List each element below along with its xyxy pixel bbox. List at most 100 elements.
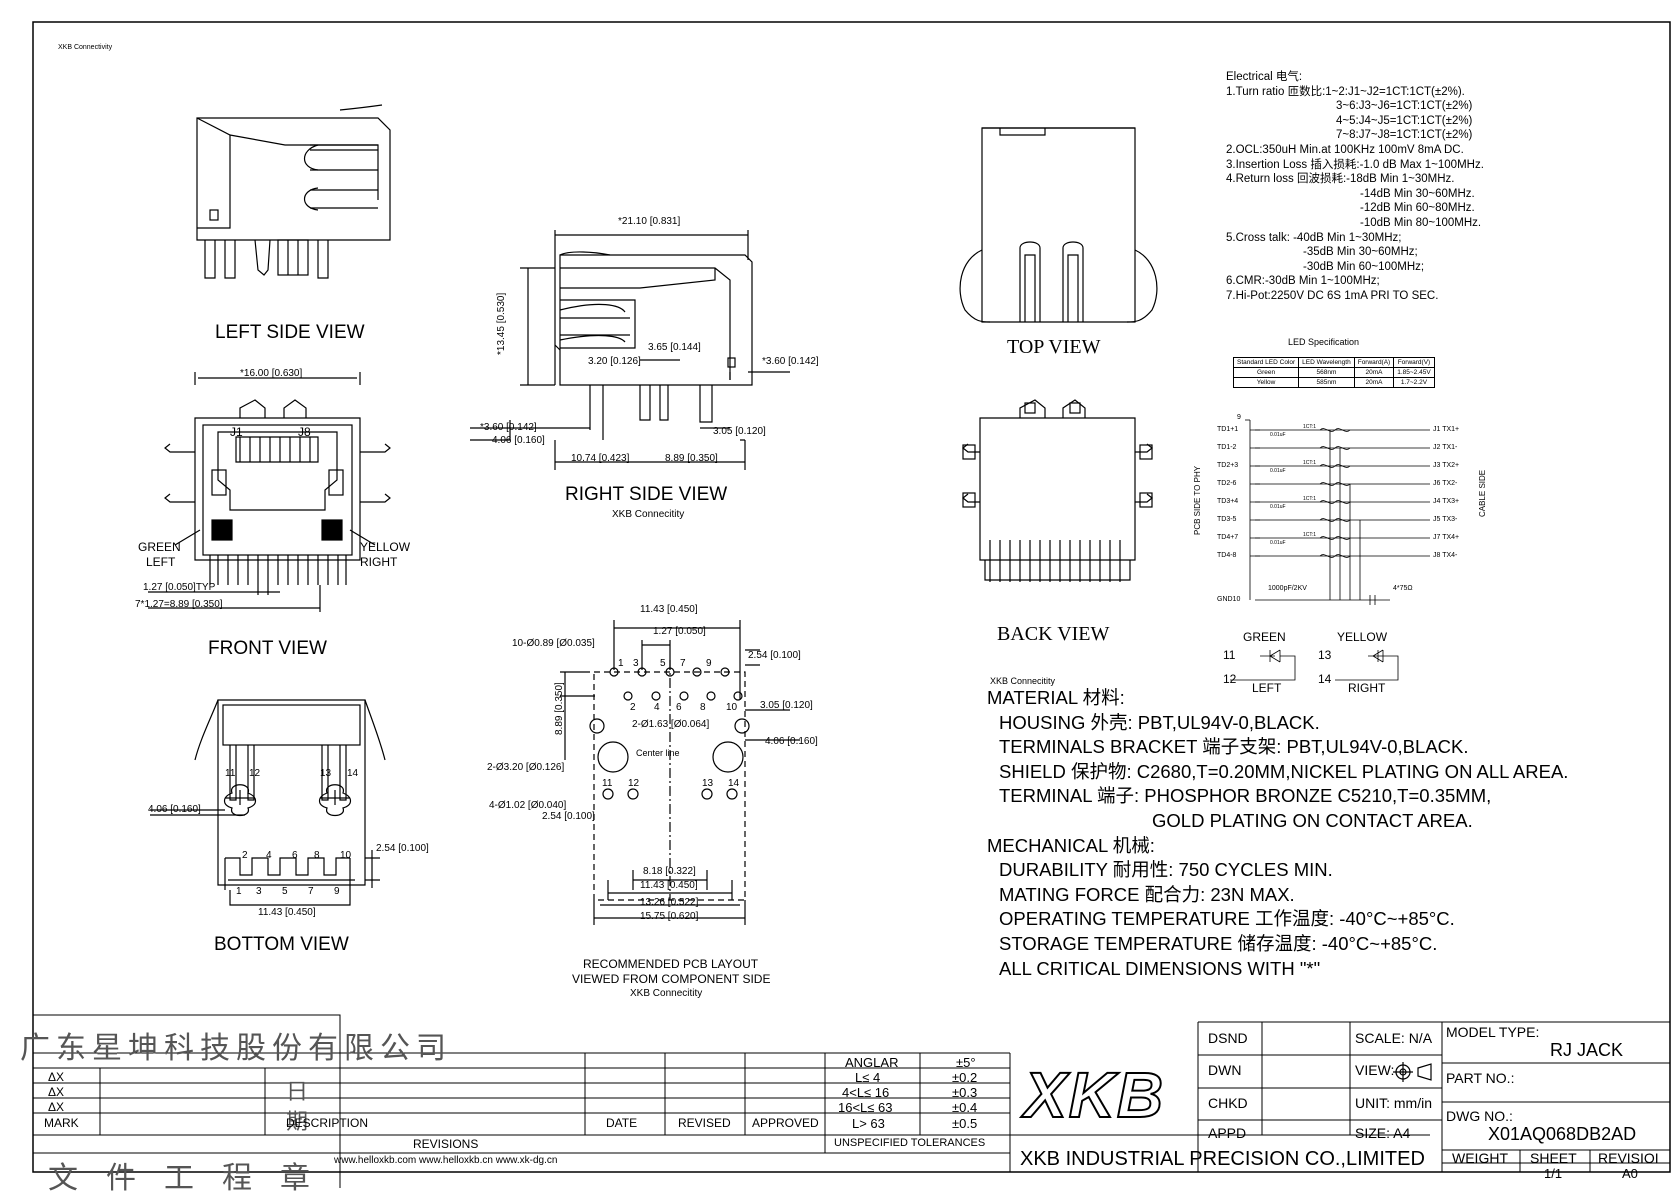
dwn-label: DWN xyxy=(1208,1062,1242,1078)
tol-value: ±0.3 xyxy=(952,1085,978,1100)
appd-label: APPD xyxy=(1208,1125,1247,1141)
led-spec-title: LED Specification xyxy=(1288,337,1360,347)
sch-side-left: PCB SIDE TO PHY xyxy=(1193,465,1202,535)
bottom-pin-8: 8 xyxy=(314,850,320,861)
dsnd-label: DSND xyxy=(1208,1030,1248,1046)
right-side-company: XKB Connecitity xyxy=(612,509,685,520)
sheet-label: SHEET xyxy=(1530,1150,1577,1166)
table-cell: Yellow xyxy=(1232,377,1300,388)
revised-header: REVISED xyxy=(678,1116,731,1130)
rs-365-dim: 3.65 [0.144] xyxy=(648,342,701,353)
sch-right-pin: J7 TX4+ xyxy=(1433,534,1460,541)
schematic-drawing xyxy=(1230,419,1430,681)
description-header: DESCRIPTION xyxy=(286,1116,369,1130)
sch-left-pin: TD2+3 xyxy=(1217,462,1239,469)
pcb-pin-5: 5 xyxy=(660,658,666,669)
bottom-1143-dim: 11.43 [0.450] xyxy=(258,907,316,918)
tol-value: ±0.4 xyxy=(952,1100,978,1115)
left-side-view-drawing xyxy=(196,104,391,279)
header-company: XKB Connectivity xyxy=(58,44,113,51)
sheet-border xyxy=(32,21,1671,1173)
pcb-pin-2: 2 xyxy=(630,702,636,713)
pcb-pin-3: 3 xyxy=(633,658,639,669)
elec-line: -35dB Min 30~60MHz; xyxy=(1303,246,1418,259)
table-header: Forward(V) xyxy=(1393,357,1435,368)
elec-line: -30dB Min 60~100MHz; xyxy=(1303,260,1425,273)
bottom-pin-3: 3 xyxy=(256,886,262,897)
pcb-406-dim: 4.06 [0.160] xyxy=(765,736,818,747)
bottom-pin-9: 9 xyxy=(334,886,340,897)
part-no-label: PART NO.: xyxy=(1446,1070,1515,1086)
led-pin-13: 13 xyxy=(1318,648,1332,662)
pcb-pin-6: 6 xyxy=(676,702,682,713)
projection-icon xyxy=(1393,1062,1432,1082)
elec-line: 4.Return loss 回波损耗:-18dB Min 1~30MHz. xyxy=(1226,173,1455,186)
approved-header: APPROVED xyxy=(752,1116,819,1130)
led-pin-14: 14 xyxy=(1318,672,1332,686)
material-line: HOUSING 外壳: PBT,UL94V-0,BLACK. xyxy=(999,711,1320,733)
revision-label: REVISIOI xyxy=(1598,1150,1659,1166)
pcb-pin-13: 13 xyxy=(702,778,714,789)
model-type-label: MODEL TYPE: xyxy=(1446,1024,1540,1040)
table-cell: 568nm xyxy=(1298,367,1355,378)
back-view-drawing xyxy=(962,399,1153,582)
view-label: VIEW: xyxy=(1355,1062,1395,1078)
tol-label: L≤ 4 xyxy=(855,1070,881,1085)
pcb-pin-14: 14 xyxy=(728,778,740,789)
sch-ratio: 1CT:1 xyxy=(1303,424,1317,430)
right-side-view-drawing xyxy=(470,230,790,470)
rs-width-dim: *21.10 [0.831] xyxy=(618,216,681,227)
schematic-pin-9: 9 xyxy=(1237,414,1241,421)
elec-line: Electrical 电气: xyxy=(1226,71,1303,83)
websites: www.helloxkb.com www.helloxkb.cn www.xk-… xyxy=(334,1155,558,1166)
mark-row: ΔX xyxy=(48,1100,65,1114)
elec-line: 7.Hi-Pot:2250V DC 6S 1mA PRI TO SEC. xyxy=(1226,289,1439,302)
elec-line: 1.Turn ratio 匝数比:1~2:J1~J2=1CT:1CT(±2%). xyxy=(1226,85,1465,98)
pcb-center-line: Center line xyxy=(636,748,680,758)
pcb-pin-7: 7 xyxy=(680,658,686,669)
pcb-pin-8: 8 xyxy=(700,702,706,713)
pcb-254-dim: 2.54 [0.100] xyxy=(748,650,801,661)
chkd-label: CHKD xyxy=(1208,1095,1248,1111)
sch-side-right: CABLE SIDE xyxy=(1478,469,1487,517)
pcb-305-dim: 3.05 [0.120] xyxy=(760,700,813,711)
front-view-label: FRONT VIEW xyxy=(208,638,327,659)
pcb-1143-dim: 11.43 [0.450] xyxy=(640,604,698,615)
j1-label: J1 xyxy=(230,425,243,439)
rs-height-dim: *13.45 [0.530] xyxy=(496,292,507,355)
table-header: LED Wavelength xyxy=(1298,357,1355,368)
pcb-4102-dim: 4-Ø1.02 [Ø0.040] xyxy=(489,800,567,811)
date-header: DATE xyxy=(606,1116,638,1130)
bottom-pin-6: 6 xyxy=(292,850,298,861)
back-view-label: BACK VIEW xyxy=(997,623,1110,645)
bottom-pin-1: 1 xyxy=(236,886,242,897)
pcb-pin-12: 12 xyxy=(628,778,640,789)
tol-value: ±0.2 xyxy=(952,1070,978,1085)
table-row: Standard LED Color LED Wavelength Forwar… xyxy=(1232,357,1435,368)
table-cell: 20mA xyxy=(1353,377,1395,388)
material-line: TERMINAL 端子: PHOSPHOR BRONZE C5210,T=0.3… xyxy=(999,785,1492,807)
front-width-dim: *16.00 [0.630] xyxy=(240,368,303,379)
stamp-company: 广东星坤科技股份有限公司 xyxy=(20,1031,452,1066)
pcb-title-2: VIEWED FROM COMPONENT SIDE xyxy=(572,972,771,986)
bottom-pin-13: 13 xyxy=(320,768,332,779)
pcb-pin-11: 11 xyxy=(602,778,613,789)
sch-left-pin: TD4+7 xyxy=(1217,534,1239,541)
table-cell: 585nm xyxy=(1298,377,1355,388)
sch-right-pin: J1 TX1+ xyxy=(1433,426,1460,433)
led-spec-table: Standard LED Color LED Wavelength Forwar… xyxy=(1232,357,1435,388)
elec-line: 7~8:J7~J8=1CT:1CT(±2%) xyxy=(1336,129,1473,142)
pcb-889v-dim: 8.89 [0.350] xyxy=(554,682,565,735)
rs-1074-dim: 10.74 [0.423] xyxy=(571,453,630,464)
company-name: XKB INDUSTRIAL PRECISION CO.,LIMITED xyxy=(1020,1148,1425,1170)
electrical-specs: Electrical 电气: 1.Turn ratio 匝数比:1~2:J1~J… xyxy=(1226,70,1484,304)
size-label: SIZE: A4 xyxy=(1355,1125,1411,1141)
led-green-label: GREEN xyxy=(1243,630,1286,644)
tol-label: 4<L≤ 16 xyxy=(842,1085,890,1100)
sheet-value: 1/1 xyxy=(1544,1166,1563,1181)
material-company: XKB Connecitity xyxy=(990,676,1056,686)
pcb-pin-9: 9 xyxy=(706,658,712,669)
top-view-label: TOP VIEW xyxy=(1007,336,1101,358)
sch-left-pin: TD3+4 xyxy=(1217,498,1239,505)
